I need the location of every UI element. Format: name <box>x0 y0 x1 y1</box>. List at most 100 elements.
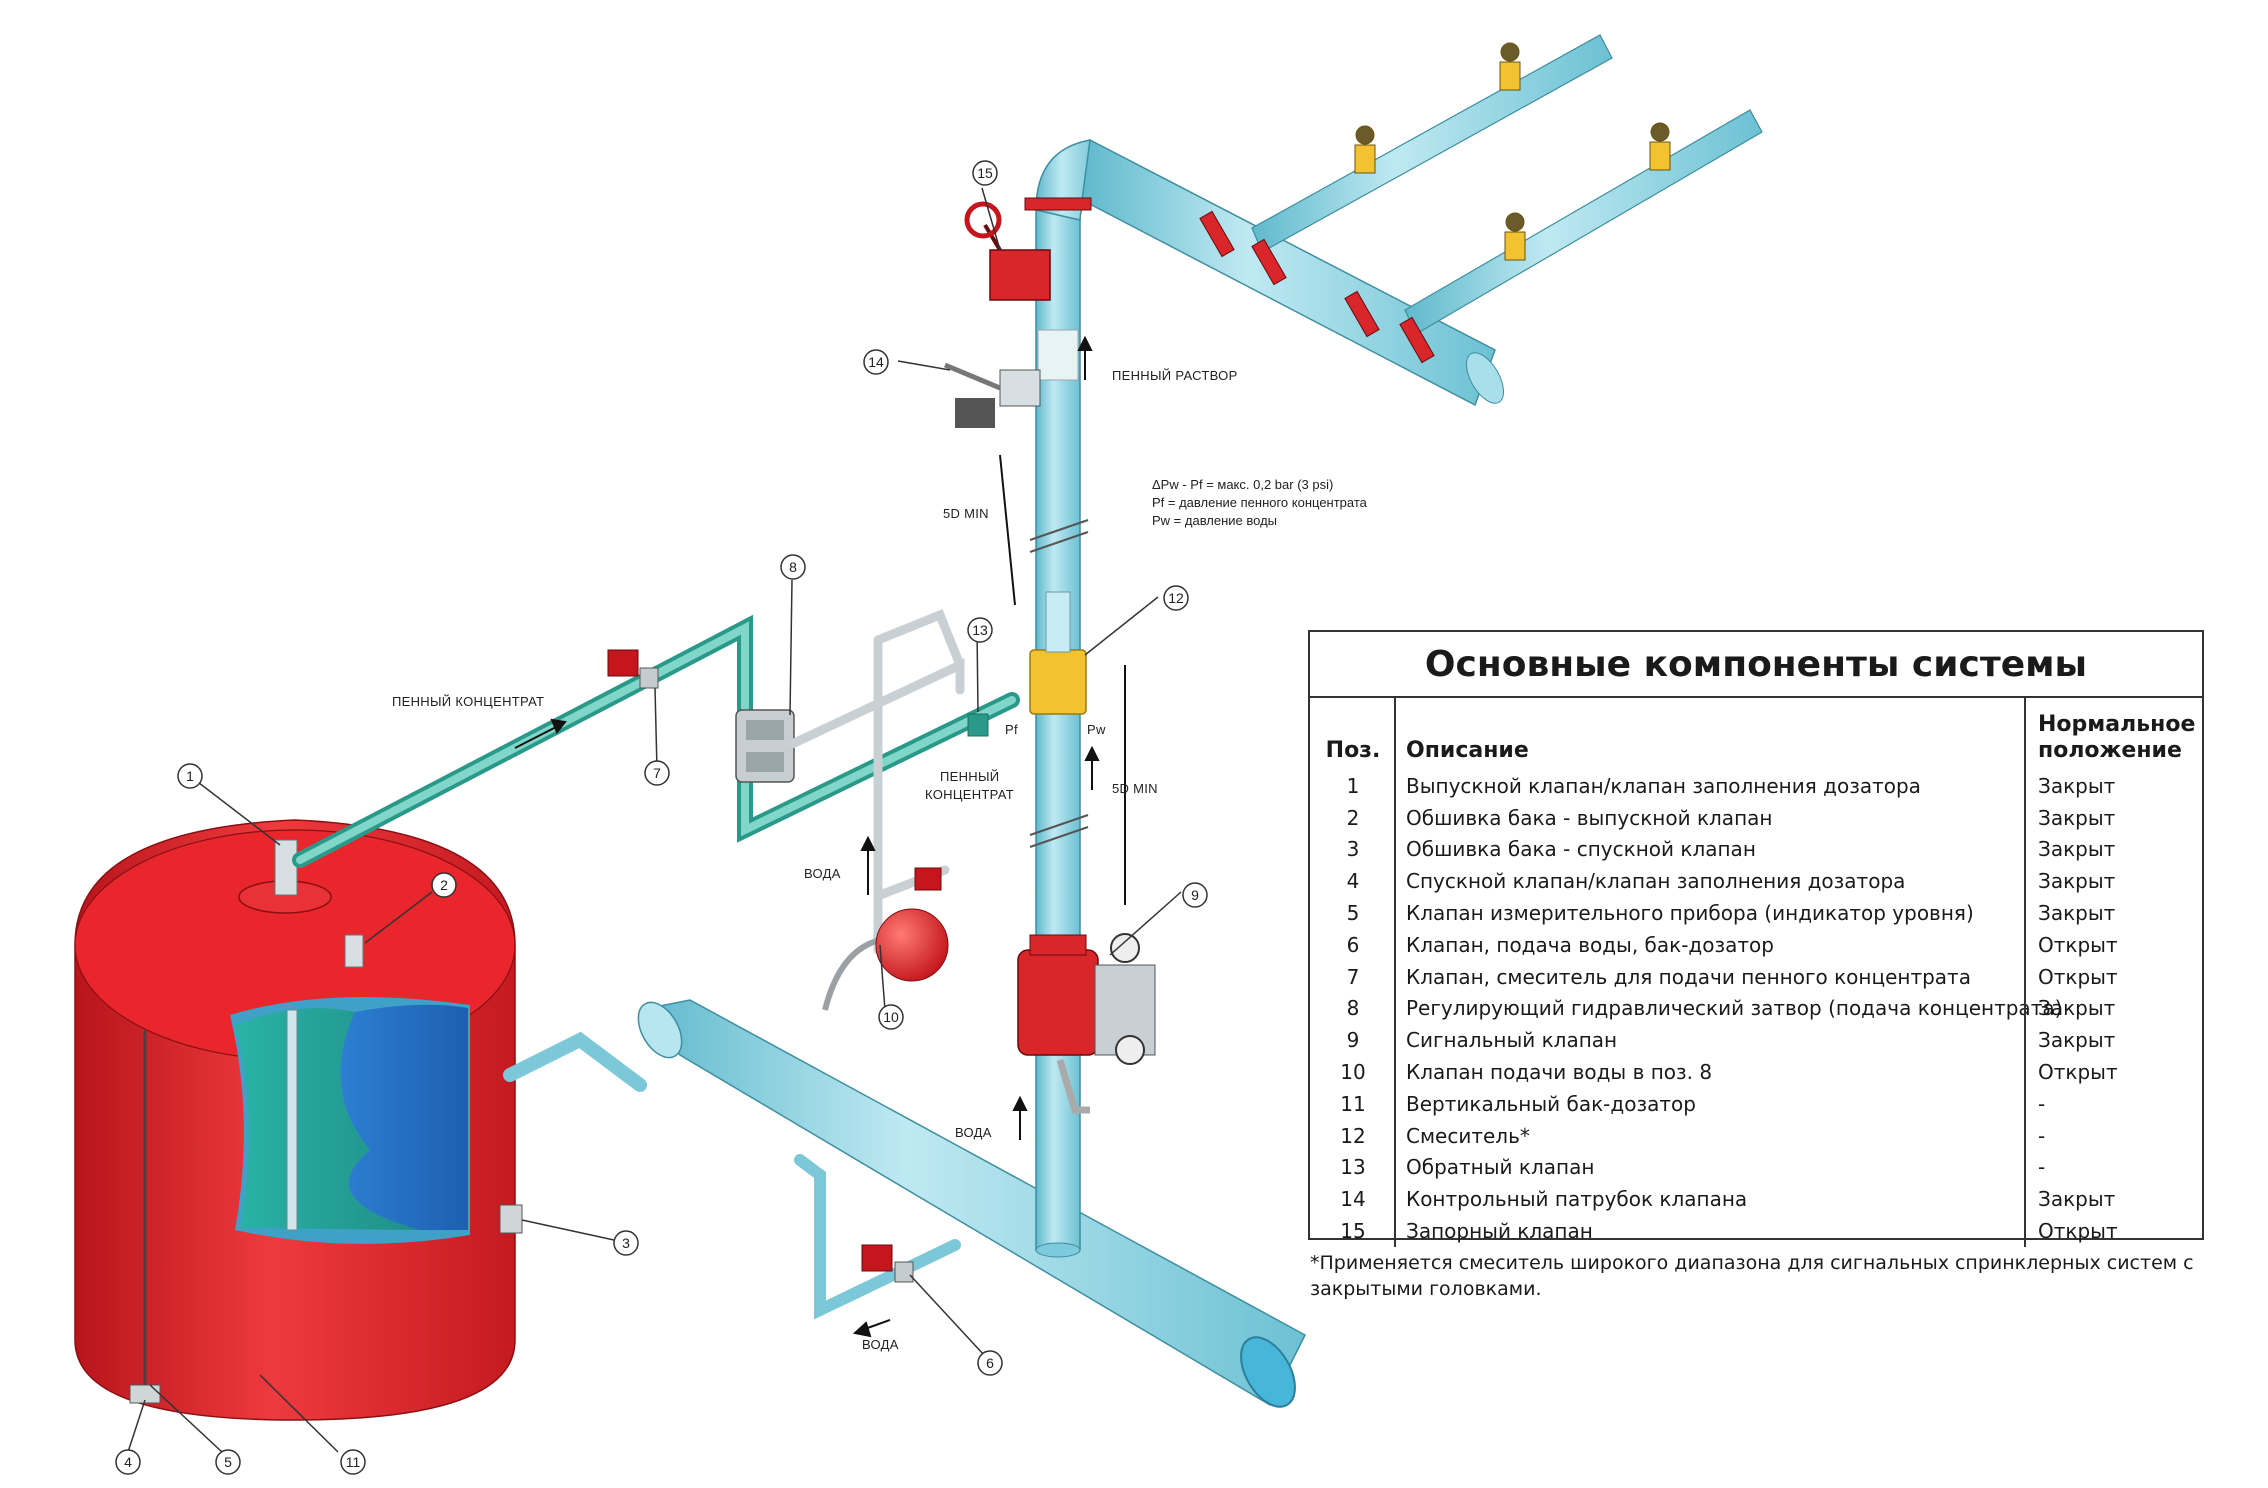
row-norm: Открыт <box>2038 932 2118 957</box>
callout-3: 3 <box>613 1230 639 1256</box>
row-desc: Запорный клапан <box>1406 1219 1593 1244</box>
row-desc: Обшивка бака - спускной клапан <box>1406 837 1756 862</box>
label-water-2: ВОДА <box>955 1125 992 1140</box>
row-norm: Закрыт <box>2038 901 2116 926</box>
callout-11: 11 <box>340 1449 366 1475</box>
row-pos: 2 <box>1346 805 1360 830</box>
hydraulic-valve-8 <box>735 709 795 783</box>
table-title: Основные компоненты системы <box>1310 632 2202 698</box>
label-5d-min-right: 5D MIN <box>1112 781 1158 796</box>
valve-6 <box>861 1244 914 1283</box>
svg-text:5: 5 <box>224 1454 232 1470</box>
row-desc: Контрольный патрубок клапана <box>1406 1187 1748 1212</box>
label-water-3: ВОДА <box>862 1337 899 1352</box>
callouts: 1 2 3 4 5 6 7 8 9 10 11 12 13 14 15 <box>115 160 1208 1475</box>
row-norm: Закрыт <box>2038 996 2116 1021</box>
svg-text:4: 4 <box>124 1454 132 1470</box>
row-pos: 7 <box>1346 964 1360 989</box>
svg-text:3: 3 <box>622 1235 630 1251</box>
row-norm: - <box>2038 1155 2046 1180</box>
row-norm: Закрыт <box>2038 805 2116 830</box>
svg-text:12: 12 <box>1168 590 1184 606</box>
test-outlet-14 <box>944 362 1041 428</box>
row-norm: Закрыт <box>2038 1187 2116 1212</box>
row-norm: Закрыт <box>2038 869 2116 894</box>
header-normal-line-1: Нормальное <box>2038 712 2196 737</box>
table-row: 2 Обшивка бака - выпускной клапан Закрыт <box>1310 802 2202 834</box>
table-footnote: *Применяется смеситель широкого диапазон… <box>1310 1252 2194 1300</box>
callout-14: 14 <box>863 349 889 375</box>
svg-text:6: 6 <box>986 1355 994 1371</box>
callout-15: 15 <box>972 160 998 186</box>
label-foam-concentrate-mid-1: ПЕННЫЙ <box>940 769 999 784</box>
row-norm: Открыт <box>2038 1060 2118 1085</box>
callout-8: 8 <box>780 554 806 580</box>
svg-text:2: 2 <box>440 877 448 893</box>
water-supply-loop <box>785 609 965 955</box>
label-foam-concentrate-mid-2: КОНЦЕНТРАТ <box>925 787 1014 802</box>
column-divider <box>2024 698 2026 1247</box>
svg-text:8: 8 <box>789 559 797 575</box>
table-row: 7 Клапан, смеситель для подачи пенного ко… <box>1310 961 2202 993</box>
callout-13: 13 <box>967 617 993 643</box>
row-pos: 6 <box>1346 932 1360 957</box>
svg-text:14: 14 <box>868 354 884 370</box>
row-desc: Обшивка бака - выпускной клапан <box>1406 805 1773 830</box>
row-pos: 14 <box>1340 1187 1366 1212</box>
row-norm: Открыт <box>2038 1219 2118 1244</box>
flow-arrows <box>514 335 1126 1338</box>
row-desc: Обратный клапан <box>1406 1155 1595 1180</box>
row-norm: Закрыт <box>2038 773 2116 798</box>
callout-6: 6 <box>977 1350 1003 1376</box>
svg-text:15: 15 <box>977 165 993 181</box>
row-pos: 11 <box>1340 1091 1366 1116</box>
row-pos: 5 <box>1346 901 1360 926</box>
row-norm: - <box>2038 1091 2046 1116</box>
label-pf: Pf <box>1005 722 1018 737</box>
table-row: 4 Спускной клапан/клапан заполнения дозат… <box>1310 865 2202 897</box>
alarm-valve-9 <box>875 867 1156 1114</box>
svg-text:13: 13 <box>972 622 988 638</box>
svg-text:9: 9 <box>1191 887 1199 903</box>
svg-text:10: 10 <box>883 1009 899 1025</box>
check-valve-13 <box>967 713 989 737</box>
callout-leaders <box>127 187 1182 1453</box>
header-pipe <box>1024 34 1763 407</box>
row-desc: Сигнальный клапан <box>1406 1028 1618 1053</box>
callout-12: 12 <box>1163 585 1189 611</box>
callout-2: 2 <box>431 872 457 898</box>
label-pw: Pw <box>1087 722 1106 737</box>
table-header-row: Поз. Описание Нормальное положение <box>1310 698 2202 770</box>
header-desc: Описание <box>1406 738 1529 763</box>
header-normal-line-2: положение <box>2038 738 2182 763</box>
row-pos: 9 <box>1346 1028 1360 1053</box>
row-desc: Клапан, смеситель для подачи пенного кон… <box>1406 964 1971 989</box>
drain-hose <box>822 937 881 1011</box>
row-norm: Открыт <box>2038 964 2118 989</box>
row-pos: 4 <box>1346 869 1360 894</box>
row-desc: Смеситель* <box>1406 1123 1530 1148</box>
bladder-tank <box>74 819 523 1421</box>
formula-line-1: ΔPw - Pf = макс. 0,2 bar (3 psi) <box>1152 477 1333 492</box>
row-norm: - <box>2038 1123 2046 1148</box>
row-desc: Спускной клапан/клапан заполнения дозато… <box>1406 869 1906 894</box>
formula-line-3: Pw = давление воды <box>1152 513 1277 528</box>
header-pos: Поз. <box>1325 738 1381 763</box>
callout-7: 7 <box>644 760 670 786</box>
row-pos: 13 <box>1340 1155 1366 1180</box>
shutoff-valve-15 <box>964 201 1051 301</box>
row-norm: Закрыт <box>2038 837 2116 862</box>
svg-text:1: 1 <box>186 768 194 784</box>
